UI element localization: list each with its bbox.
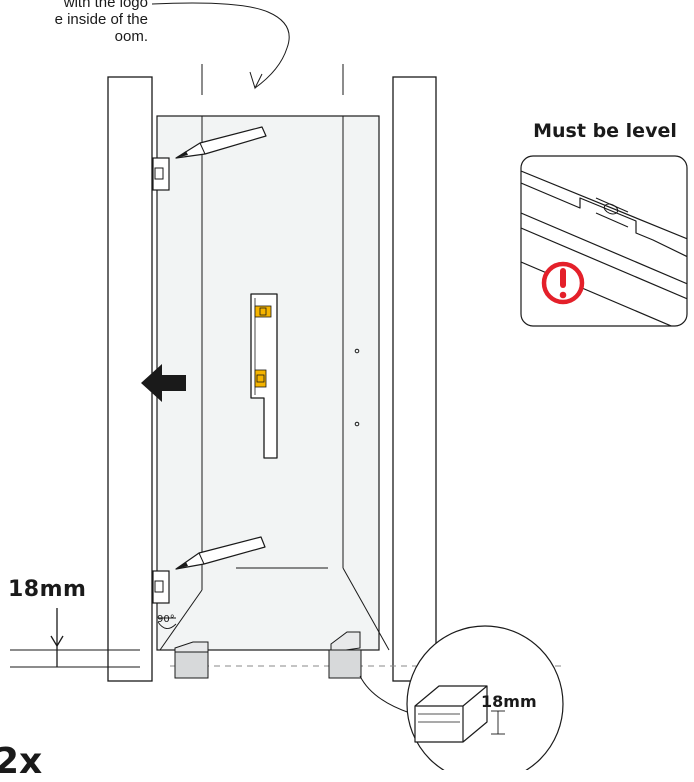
callout-line: e inside of the (54, 11, 148, 28)
pencil-icon (175, 126, 267, 159)
callout-line: with the logo (63, 0, 148, 11)
level-bubble-middle (254, 369, 267, 388)
orientation-callout: with the logo e inside of the oom. (0, 0, 148, 45)
block-dimension-label: 18mm (481, 692, 537, 711)
gap-dimension-label: 18mm (8, 577, 87, 602)
level-inset-title: Must be level (533, 120, 677, 142)
callout-line: oom. (114, 28, 148, 45)
level-closeup (521, 170, 687, 326)
angle-label: 90° (157, 614, 175, 625)
pencil-icon (175, 536, 266, 570)
level-bubble-top (254, 305, 272, 318)
left-wall (107, 76, 153, 682)
spacer-block (174, 641, 209, 679)
spirit-level (250, 293, 278, 459)
exclamation-circle-icon (541, 261, 585, 305)
push-direction-arrow-icon (141, 364, 186, 402)
callout-curve-arrow (151, 2, 290, 89)
spacer-block (328, 631, 362, 679)
spacer-block-detail (414, 685, 488, 743)
right-wall (392, 76, 437, 682)
quantity-label: 2x (0, 741, 43, 782)
hinge-hole-lower (354, 421, 360, 427)
upper-bracket (152, 157, 170, 191)
hinge-hole-upper (354, 348, 360, 354)
right-angle-arc (157, 621, 177, 629)
zoom-leader-line (359, 675, 411, 714)
lower-bracket (152, 570, 170, 604)
